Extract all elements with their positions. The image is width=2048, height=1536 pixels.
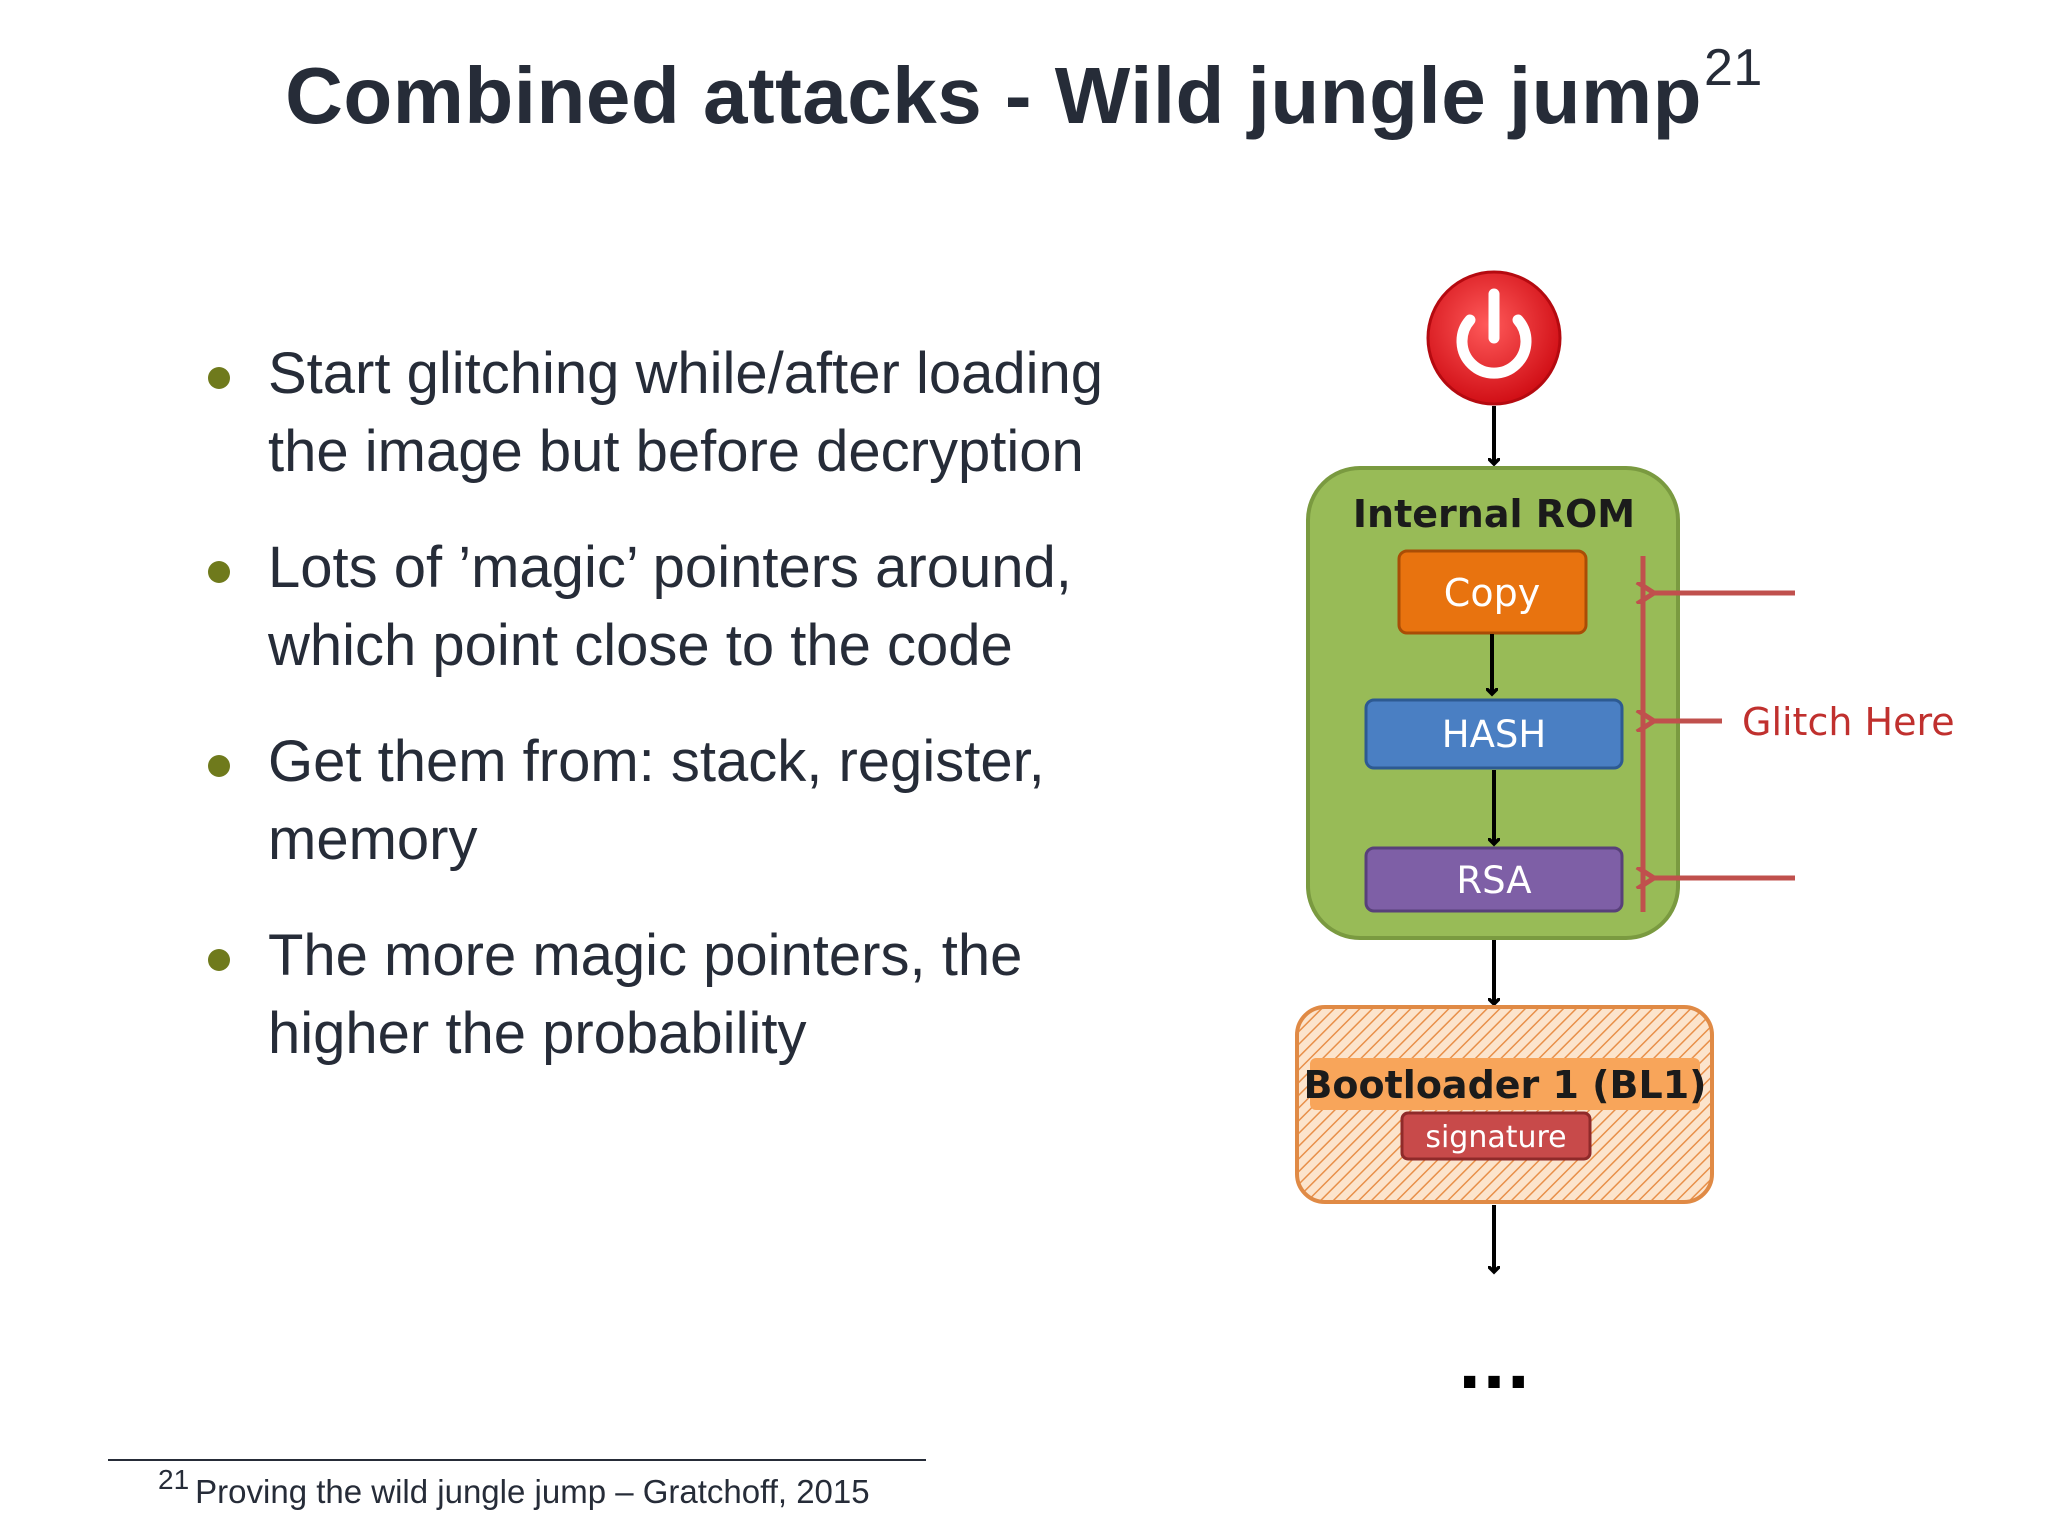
continuation-dots: ... <box>1458 1330 1531 1404</box>
bullet-list: Start glitching while/after loading the … <box>200 335 1200 1111</box>
rsa-label: RSA <box>1456 859 1531 902</box>
bullet-dot-icon <box>208 755 230 777</box>
title-footnote-ref: 21 <box>1704 39 1763 97</box>
bullet-item: Start glitching while/after loading the … <box>200 335 1200 491</box>
bootloader-label-band <box>1310 1058 1700 1110</box>
bullet-dot-icon <box>208 367 230 389</box>
bullet-dot-icon <box>208 949 230 971</box>
bullet-item: Get them from: stack, register, memory <box>200 723 1200 879</box>
copy-box <box>1397 549 1588 635</box>
hash-label: HASH <box>1442 713 1546 756</box>
bullet-item: Lots of ’magic’ pointers around, which p… <box>200 529 1200 685</box>
bullet-dot-icon <box>208 561 230 583</box>
internal-rom-label: Internal ROM <box>1353 492 1635 536</box>
footnote-text: Proving the wild jungle jump – Gratchoff… <box>195 1473 870 1510</box>
footnote-number: 21 <box>158 1464 190 1495</box>
copy-label: Copy <box>1444 571 1540 615</box>
power-button-icon <box>1426 270 1562 406</box>
glitch-here-label: Glitch Here <box>1742 700 1955 744</box>
signature-label: signature <box>1425 1120 1566 1155</box>
slide-title: Combined attacks - Wild jungle jump21 <box>285 39 1763 140</box>
footnote-divider <box>108 1459 926 1461</box>
bullet-item: The more magic pointers, the higher the … <box>200 917 1200 1073</box>
bootloader-label: Bootloader 1 (BL1) <box>1303 1063 1706 1107</box>
signature-box <box>1400 1111 1592 1161</box>
rsa-box <box>1364 846 1624 913</box>
hash-box <box>1364 698 1624 770</box>
